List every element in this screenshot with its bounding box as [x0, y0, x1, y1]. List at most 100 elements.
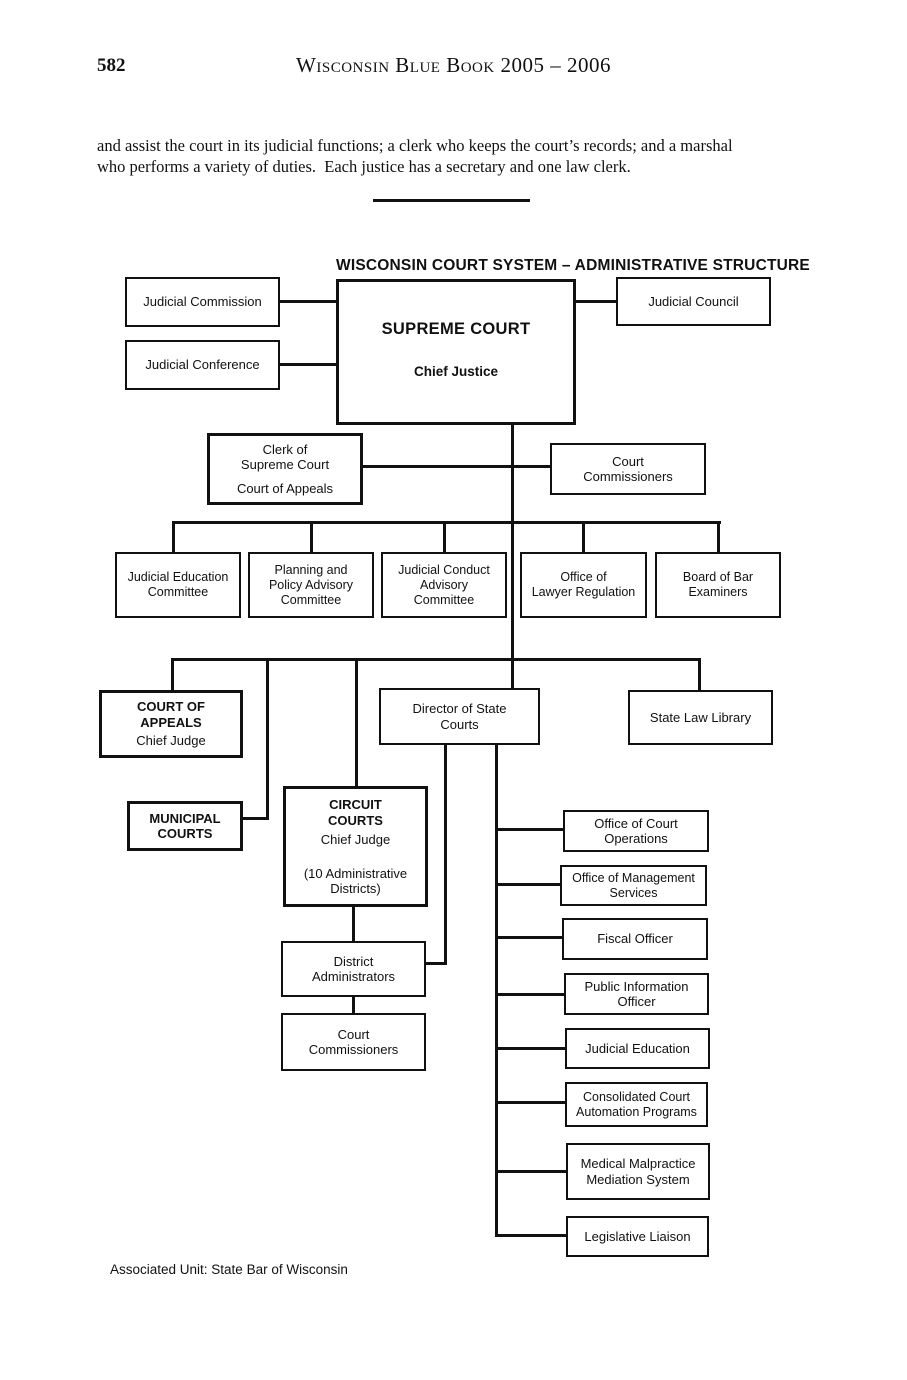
org-box-label: Fiscal Officer — [597, 931, 673, 947]
org-box-label: Commissioners — [583, 469, 673, 484]
org-box-board-of-bar-examiners: Board of Bar Examiners — [655, 552, 781, 618]
connector-branch — [495, 936, 562, 939]
org-box-public-information-officer: Public Information Officer — [564, 973, 709, 1015]
org-box-office-of-court-operations: Office of Court Operations — [563, 810, 709, 852]
connector-branch — [495, 1234, 566, 1237]
org-box-legislative-liaison: Legislative Liaison — [566, 1216, 709, 1257]
org-box-label: Director of State — [412, 701, 507, 716]
connector-drop — [172, 521, 175, 552]
connector-library-drop — [698, 658, 701, 690]
connector-district-vertical — [444, 745, 447, 965]
chart-title: WISCONSIN COURT SYSTEM – ADMINISTRATIVE … — [336, 257, 810, 274]
connector-circuit-drop — [355, 658, 358, 786]
org-box-label: Judicial Conduct — [398, 562, 490, 577]
connector-branch — [495, 1047, 565, 1050]
connector-municipal-vertical — [266, 658, 269, 820]
org-box-label: Judicial Council — [648, 293, 739, 309]
connector-drop — [171, 658, 174, 690]
org-box-label: Chief Judge — [136, 733, 206, 749]
org-box-label: Districts) — [330, 881, 381, 896]
org-box-label: Chief Judge — [320, 832, 391, 847]
org-box-clerk-supreme-court: Clerk of Supreme Court Court of Appeals — [207, 433, 363, 505]
org-box-label: Consolidated Court — [582, 1089, 690, 1104]
org-box-label: Board of Bar — [682, 570, 754, 584]
org-box-judicial-education-committee: Judicial Education Committee — [115, 552, 241, 618]
org-box-label: Administrators — [311, 969, 396, 984]
org-box-judicial-education: Judicial Education — [565, 1028, 710, 1069]
org-box-director-of-state-courts: Director of State Courts — [379, 688, 540, 745]
org-box-judicial-conduct-advisory-committee: Judicial Conduct Advisory Committee — [381, 552, 507, 618]
org-box-label: Courts — [440, 716, 479, 732]
org-box-label: Court of Appeals — [236, 480, 334, 496]
org-box-label: MUNICIPAL — [149, 810, 221, 826]
org-box-medical-malpractice-mediation-system: Medical Malpractice Mediation System — [566, 1143, 710, 1200]
connector-right-spine — [495, 745, 498, 1237]
org-box-label: COURT OF — [137, 699, 205, 715]
org-box-label: Legislative Liaison — [584, 1228, 691, 1244]
connector-director-drop — [511, 658, 514, 688]
org-box-label: SUPREME COURT — [381, 320, 531, 338]
org-box-label: Chief Justice — [413, 363, 499, 379]
org-box-label: Office of Court — [594, 815, 678, 831]
body-text-line-2: who performs a variety of duties. Each j… — [97, 157, 631, 176]
connector-branch — [495, 1170, 566, 1173]
connector-branch — [495, 993, 564, 996]
body-text-line-1: and assist the court in its judicial fun… — [97, 136, 733, 155]
org-box-label: Automation Programs — [576, 1104, 697, 1119]
connector-municipal-elbow — [243, 817, 269, 820]
org-box-label: Lawyer Regulation — [531, 585, 636, 599]
org-box-fiscal-officer: Fiscal Officer — [562, 918, 708, 960]
connector-drop — [582, 521, 585, 552]
connector-conference-supreme — [280, 363, 336, 366]
org-box-label: Services — [609, 885, 658, 900]
org-box-judicial-council: Judicial Council — [616, 277, 771, 326]
org-box-consolidated-court-automation-programs: Consolidated Court Automation Programs — [565, 1082, 708, 1127]
org-box-court-commissioners-upper: Court Commissioners — [550, 443, 706, 495]
org-box-label: Committee — [413, 592, 475, 607]
org-box-label: Office of — [560, 570, 607, 584]
org-box-label: Planning and — [274, 562, 348, 577]
connector-circuit-district — [352, 907, 355, 941]
org-box-label: Policy Advisory — [268, 577, 354, 592]
org-box-label: Judicial Education — [585, 1040, 690, 1056]
org-box-label: Commissioners — [308, 1042, 399, 1057]
org-box-judicial-commission: Judicial Commission — [125, 277, 280, 327]
connector-branch — [495, 1101, 565, 1104]
org-box-circuit-courts: CIRCUIT COURTS Chief Judge (10 Administr… — [283, 786, 428, 907]
org-box-label: CIRCUIT — [329, 797, 382, 812]
page-number: 582 — [97, 55, 126, 76]
org-box-court-commissioners-lower: Court Commissioners — [281, 1013, 426, 1071]
org-box-office-of-lawyer-regulation: Office of Lawyer Regulation — [520, 552, 647, 618]
org-box-label: District — [333, 953, 374, 969]
connector-district-commissioners — [352, 997, 355, 1013]
org-box-label: Committee — [280, 592, 342, 607]
associated-unit-note: Associated Unit: State Bar of Wisconsin — [110, 1262, 348, 1277]
org-box-supreme-court: SUPREME COURT Chief Justice — [336, 279, 576, 425]
org-box-label: Clerk of — [262, 441, 308, 457]
org-box-label: Public Information — [584, 978, 689, 994]
org-box-label: COURTS — [157, 826, 213, 841]
org-box-label: Medical Malpractice — [580, 1156, 696, 1171]
org-box-label: Judicial Conference — [145, 357, 260, 373]
connector-commission-supreme — [280, 300, 336, 303]
org-box-label: COURTS — [328, 812, 383, 828]
connector-drop — [717, 521, 720, 552]
org-box-label: Supreme Court — [240, 457, 330, 473]
connector-committee-row — [172, 521, 721, 524]
org-box-label: State Law Library — [649, 709, 752, 725]
org-box-office-of-management-services: Office of Management Services — [560, 865, 707, 906]
org-box-judicial-conference: Judicial Conference — [125, 340, 280, 390]
connector-supreme-council — [576, 300, 616, 303]
org-box-district-administrators: District Administrators — [281, 941, 426, 997]
connector-clerk-commissioners — [362, 465, 550, 468]
org-box-label: Court — [337, 1026, 370, 1042]
connector-appeals-row — [171, 658, 701, 661]
org-box-label: Committee — [147, 585, 209, 599]
org-box-label: Court — [612, 453, 644, 469]
book-title: Wisconsin Blue Book 2005 – 2006 — [296, 53, 611, 77]
section-divider — [373, 199, 530, 202]
connector-supreme-spine — [511, 424, 514, 661]
org-box-label: (10 Administrative — [303, 865, 408, 881]
org-box-planning-policy-advisory-committee: Planning and Policy Advisory Committee — [248, 552, 374, 618]
